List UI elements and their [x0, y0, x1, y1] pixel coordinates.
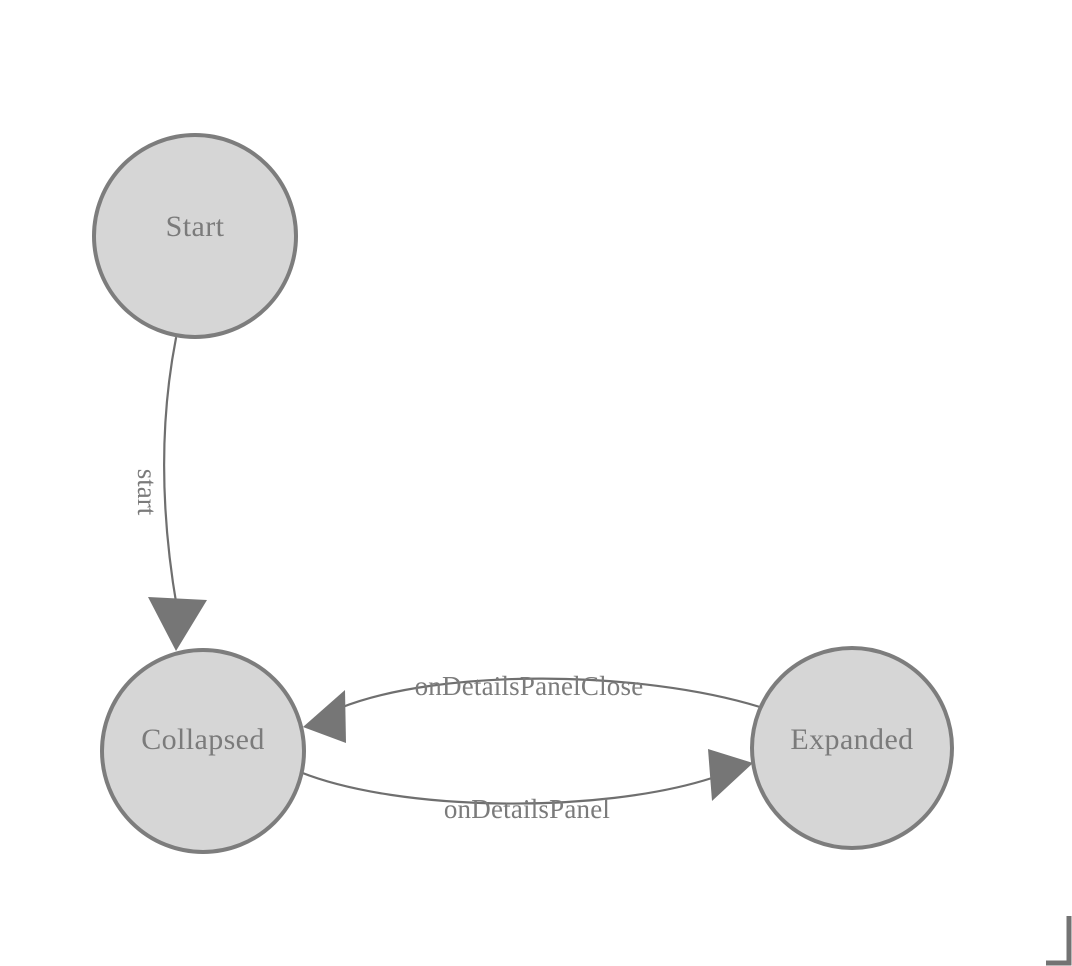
- node-collapsed-label: Collapsed: [141, 723, 265, 756]
- edge-label-start: start: [132, 469, 162, 516]
- node-collapsed-circle[interactable]: [100, 648, 306, 854]
- arrowhead-into-collapsed-right: [303, 690, 346, 743]
- node-start[interactable]: Start: [92, 133, 298, 339]
- arrowhead-into-collapsed-top: [148, 597, 207, 651]
- node-collapsed[interactable]: Collapsed: [100, 648, 306, 854]
- edge-path-expanded-to-collapsed: [338, 677, 762, 710]
- edge-path-start-to-collapsed: [163, 336, 179, 610]
- resize-corner-bracket[interactable]: [1046, 916, 1072, 966]
- node-expanded-label: Expanded: [790, 723, 913, 756]
- node-start-label: Start: [166, 210, 225, 243]
- corner-bracket-path[interactable]: [1046, 916, 1072, 966]
- edge-expanded-to-collapsed[interactable]: [303, 677, 762, 743]
- node-expanded[interactable]: Expanded: [750, 646, 954, 850]
- edge-path-collapsed-to-expanded: [298, 770, 714, 805]
- arrowhead-into-expanded: [708, 749, 753, 801]
- edge-label-on-details-panel: onDetailsPanel: [444, 794, 610, 824]
- edge-label-on-details-panel-close: onDetailsPanelClose: [415, 671, 644, 701]
- edge-collapsed-to-expanded[interactable]: [298, 749, 753, 805]
- edge-start-to-collapsed[interactable]: [148, 336, 207, 651]
- node-expanded-circle[interactable]: [750, 646, 954, 850]
- node-start-circle[interactable]: [92, 133, 298, 339]
